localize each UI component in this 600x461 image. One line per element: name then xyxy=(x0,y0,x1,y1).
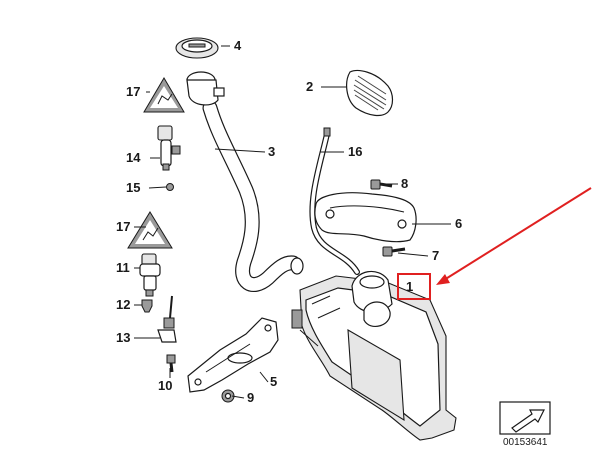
leader-lines xyxy=(134,45,451,399)
callout-17-middle: 17 xyxy=(116,219,130,234)
callout-1: 1 xyxy=(406,279,413,294)
callout-7: 7 xyxy=(432,248,439,263)
callout-15: 15 xyxy=(126,180,140,195)
highlight-arrow xyxy=(436,187,592,285)
part-3-filler-hose xyxy=(186,71,304,292)
part-2-cover-panel xyxy=(346,69,394,117)
callout-11: 11 xyxy=(116,260,130,275)
part-15-screw xyxy=(166,183,174,191)
part-4-filler-cap xyxy=(175,37,219,59)
part-17-label-top xyxy=(143,77,185,113)
reference-symbol xyxy=(499,401,551,435)
callout-14: 14 xyxy=(126,150,141,165)
callout-3: 3 xyxy=(268,144,275,159)
part-7-bolt xyxy=(382,246,406,257)
part-16-washer-hose xyxy=(309,127,360,275)
callout-5: 5 xyxy=(270,374,277,389)
part-11-washer-pump xyxy=(139,253,161,297)
part-1-washer-reservoir xyxy=(291,270,457,441)
part-5-mounting-bracket xyxy=(187,317,279,393)
part-17-label-middle xyxy=(127,211,173,249)
callout-13: 13 xyxy=(116,330,130,345)
part-6-bracket xyxy=(314,192,417,243)
highlight-box xyxy=(397,273,431,300)
callout-12: 12 xyxy=(116,297,130,312)
part-14-washer-pump xyxy=(157,125,181,171)
callout-17-top: 17 xyxy=(126,84,140,99)
callout-6: 6 xyxy=(455,216,462,231)
callout-2: 2 xyxy=(306,79,313,94)
callout-9: 9 xyxy=(247,390,254,405)
part-12-grommet xyxy=(141,299,153,313)
callout-16: 16 xyxy=(348,144,362,159)
callout-8: 8 xyxy=(401,176,408,191)
part-10-bolt xyxy=(166,354,176,373)
callout-4: 4 xyxy=(234,38,242,53)
callout-10: 10 xyxy=(158,378,172,393)
part-13-level-sensor xyxy=(157,295,177,343)
reference-number: 00153641 xyxy=(503,437,548,448)
